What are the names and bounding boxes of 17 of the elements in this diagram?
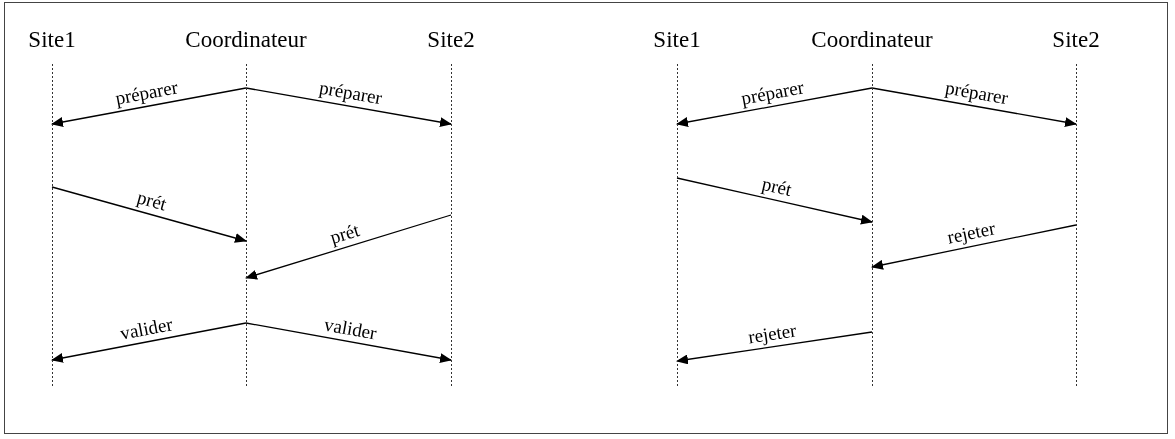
participant-name: Site2	[426, 26, 476, 54]
message-arrow	[245, 87, 452, 127]
message-arrow	[51, 87, 247, 127]
message-arrow	[676, 331, 873, 365]
message-arrow	[245, 322, 452, 363]
participant-name: Site2	[1051, 26, 1101, 54]
message-arrow	[51, 322, 247, 363]
participant-name: Coordinateur	[810, 26, 934, 54]
participant-name: Site1	[652, 26, 702, 54]
message-arrow	[871, 224, 1077, 270]
message-arrow	[676, 87, 873, 127]
message-arrow	[245, 214, 452, 280]
message-arrow	[51, 186, 247, 243]
participant-name: Coordinateur	[184, 26, 308, 54]
message-arrow	[676, 177, 873, 225]
message-arrow	[871, 87, 1077, 127]
participant-name: Site1	[27, 26, 77, 54]
